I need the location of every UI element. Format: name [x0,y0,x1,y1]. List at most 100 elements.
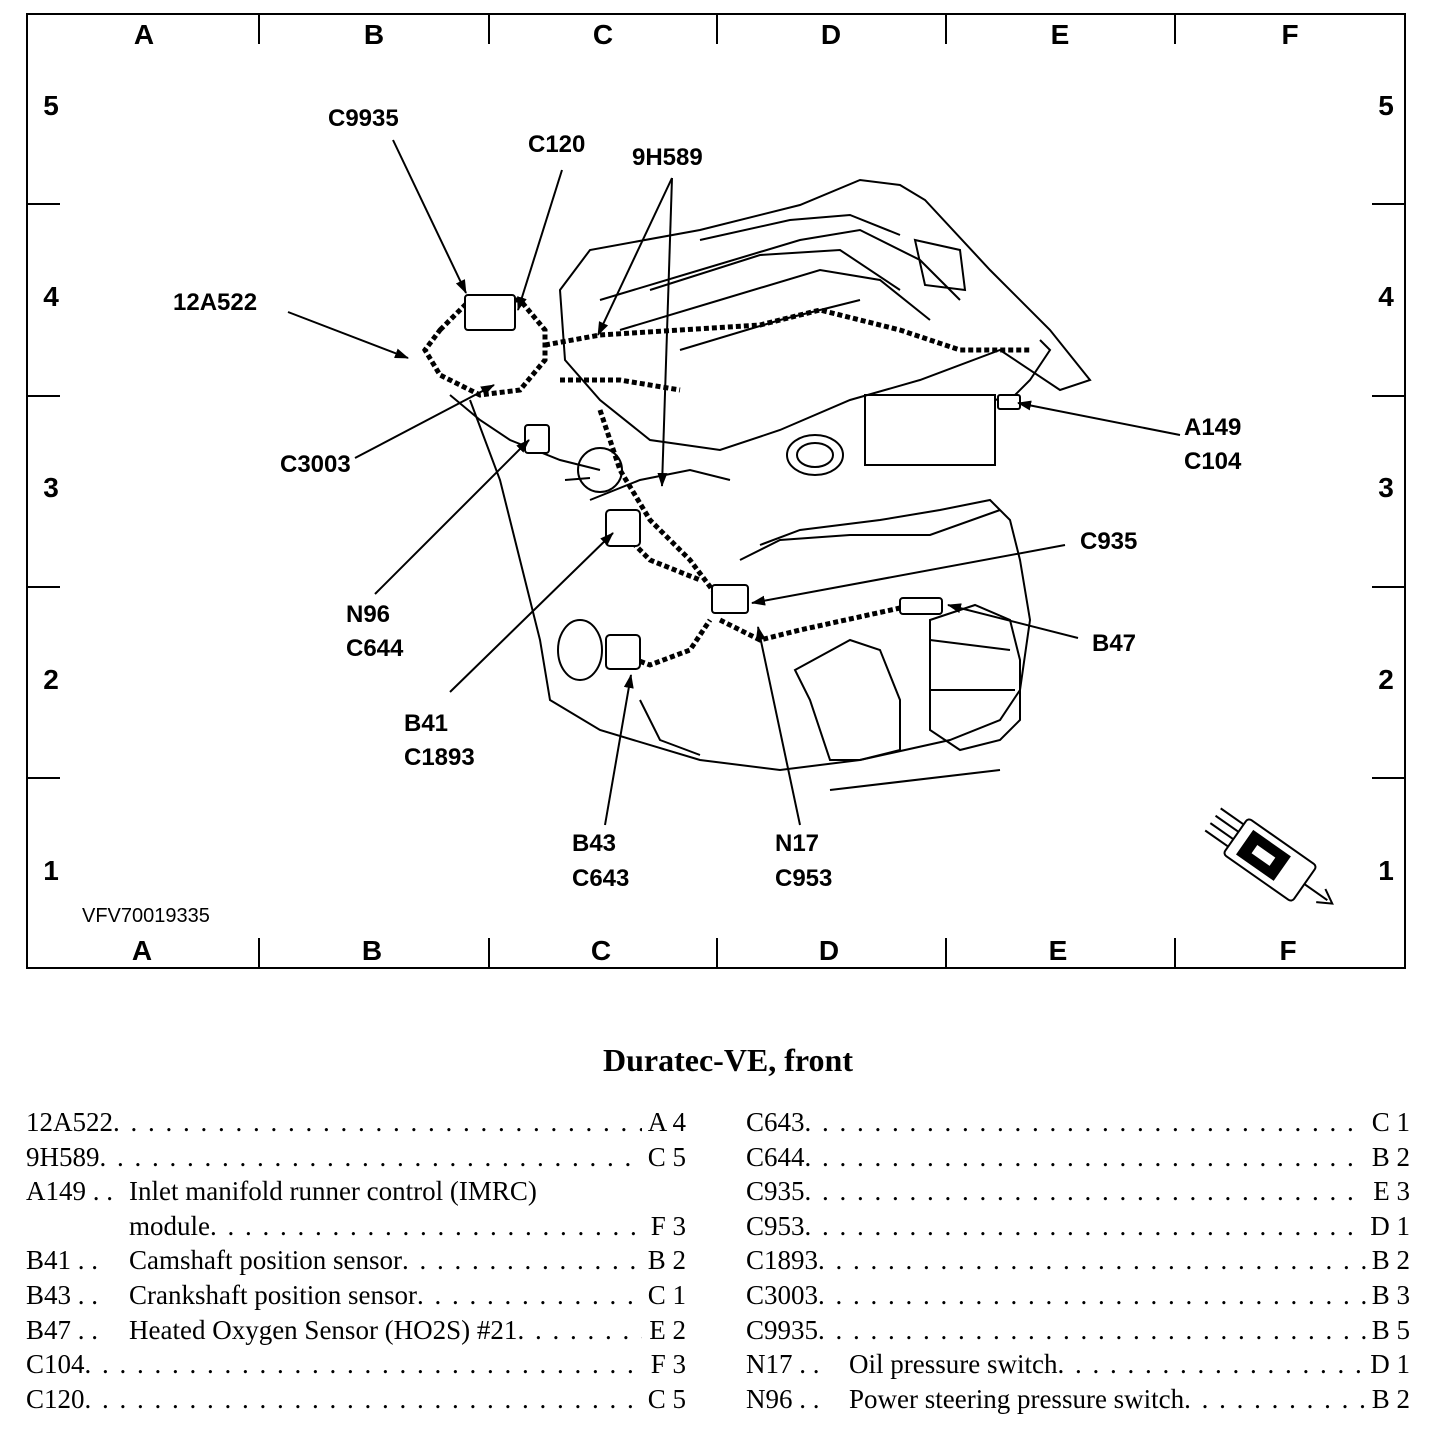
callout-12a522: 12A522 [173,289,257,316]
callout-c3003: C3003 [280,451,351,478]
legend-row: module F 3 [26,1209,686,1244]
grid-row-label: 2 [43,664,59,695]
callout-n96: N96 [346,601,390,628]
callout-b47: B47 [1092,630,1136,657]
legend-description: module [129,1210,210,1241]
legend-location: E 3 [1373,1176,1410,1207]
diagram-frame [26,13,1406,969]
legend-row: N96 . . Power steering pressure switch B… [746,1382,1410,1417]
leader-dots [417,1278,642,1313]
legend-code: A149 . . [26,1176,113,1207]
legend-right: C643 C 1 C644 B 2 C935 E 3 C953 D 1 C189… [746,1105,1410,1416]
legend-code: C935 [746,1176,805,1207]
callout-n17: N17 [775,830,819,857]
grid-column-label: D [819,935,839,966]
grid-row-label: 1 [43,855,59,886]
grid-column-label: B [364,19,384,50]
legend-code: 9H589 [26,1141,100,1172]
legend-row: C3003 B 3 [746,1278,1410,1313]
callout-c104: C104 [1184,448,1242,475]
legend-row: B43 . . Crankshaft position sensor C 1 [26,1278,686,1313]
leader-dots [113,1105,642,1140]
legend-location: B 2 [1371,1141,1410,1172]
callout-c644: C644 [346,635,404,662]
legend-location: D 1 [1370,1210,1410,1241]
grid-column-label: E [1051,19,1070,50]
leader-dots [85,1347,642,1382]
legend-row: A149 . . Inlet manifold runner control (… [26,1174,686,1209]
grid-column-label: F [1279,935,1296,966]
engine-illustration [449,178,1092,791]
legend-row: C120 C 5 [26,1382,686,1417]
legend-row: 9H589 C 5 [26,1140,686,1175]
callout-c120: C120 [528,131,585,158]
legend-location: B 2 [1371,1383,1410,1414]
legend-location: F 3 [650,1210,686,1241]
callout-9h589: 9H589 [632,144,703,171]
legend-location: B 3 [1371,1279,1410,1310]
connectors [464,294,1021,670]
grid-ticks [27,14,1405,968]
leader-dots [805,1209,1366,1244]
diagram-title: Duratec-VE, front [602,1042,853,1078]
callout-a149: A149 [1184,414,1241,441]
callout-b43: B43 [572,830,616,857]
callout-c643: C643 [572,865,629,892]
grid-column-label: D [821,19,841,50]
leader-dots [805,1174,1366,1209]
grid-row-label: 2 [1378,664,1394,695]
grid-row-label: 3 [43,472,59,503]
callout-labels: C9935 C120 9H589 12A522 C3003 N96 C644 B… [82,105,1242,927]
legend-description: Oil pressure switch [849,1349,1058,1380]
legend-row: C953 D 1 [746,1209,1410,1244]
grid-row-label: 4 [1378,281,1394,312]
leader-dots [210,1209,642,1244]
legend-code: B41 . . [26,1245,99,1276]
leader-dots [402,1243,642,1278]
legend-location: C 1 [1371,1107,1410,1137]
legend-code: C1893 [746,1245,819,1276]
legend-description: Heated Oxygen Sensor (HO2S) #21 [129,1314,518,1345]
legend-location: B 2 [647,1245,686,1276]
legend-location: D 1 [1370,1349,1410,1380]
legend-location: F 3 [650,1349,686,1380]
legend-location: C 5 [647,1383,686,1414]
grid-row-label: 1 [1378,855,1394,886]
leader-dots [1184,1382,1366,1417]
legend-description: Camshaft position sensor [129,1245,402,1276]
legend-row: C9935 B 5 [746,1313,1410,1348]
grid-column-label: C [593,19,613,50]
legend-code: N17 . . [746,1349,820,1380]
legend-location: C 1 [647,1279,686,1310]
legend-code: 12A522 [26,1107,113,1137]
leader-dots [805,1105,1366,1140]
grid-row-label: 4 [43,281,59,312]
legend-location: E 2 [649,1314,686,1345]
leader-dots [818,1313,1366,1348]
grid-column-label: C [591,935,611,966]
legend-description: Crankshaft position sensor [129,1279,417,1310]
legend-row: C104 F 3 [26,1347,686,1382]
reference-code: VFV70019335 [82,905,210,927]
leader-dots [1057,1347,1366,1382]
legend-row: C643 C 1 [746,1105,1410,1140]
callout-c9935: C9935 [328,105,399,132]
legend-code: C104 [26,1349,85,1380]
callout-c953: C953 [775,865,832,892]
legend-code: N96 . . [746,1383,820,1414]
leader-dots [818,1278,1366,1313]
legend-location: C 5 [647,1141,686,1172]
leader-dots [85,1382,642,1417]
legend-description: Power steering pressure switch [849,1383,1185,1414]
legend-code: C644 [746,1141,805,1172]
grid-row-label: 5 [43,90,59,121]
legend-code: B47 . . [26,1314,99,1345]
legend-row: C644 B 2 [746,1140,1410,1175]
legend-row: N17 . . Oil pressure switch D 1 [746,1347,1410,1382]
legend-code: B43 . . [26,1279,99,1310]
leader-lines [287,139,1181,826]
grid-row-label: 5 [1378,90,1394,121]
legend-row: B47 . . Heated Oxygen Sensor (HO2S) #21 … [26,1313,686,1348]
leader-dots [100,1140,643,1175]
